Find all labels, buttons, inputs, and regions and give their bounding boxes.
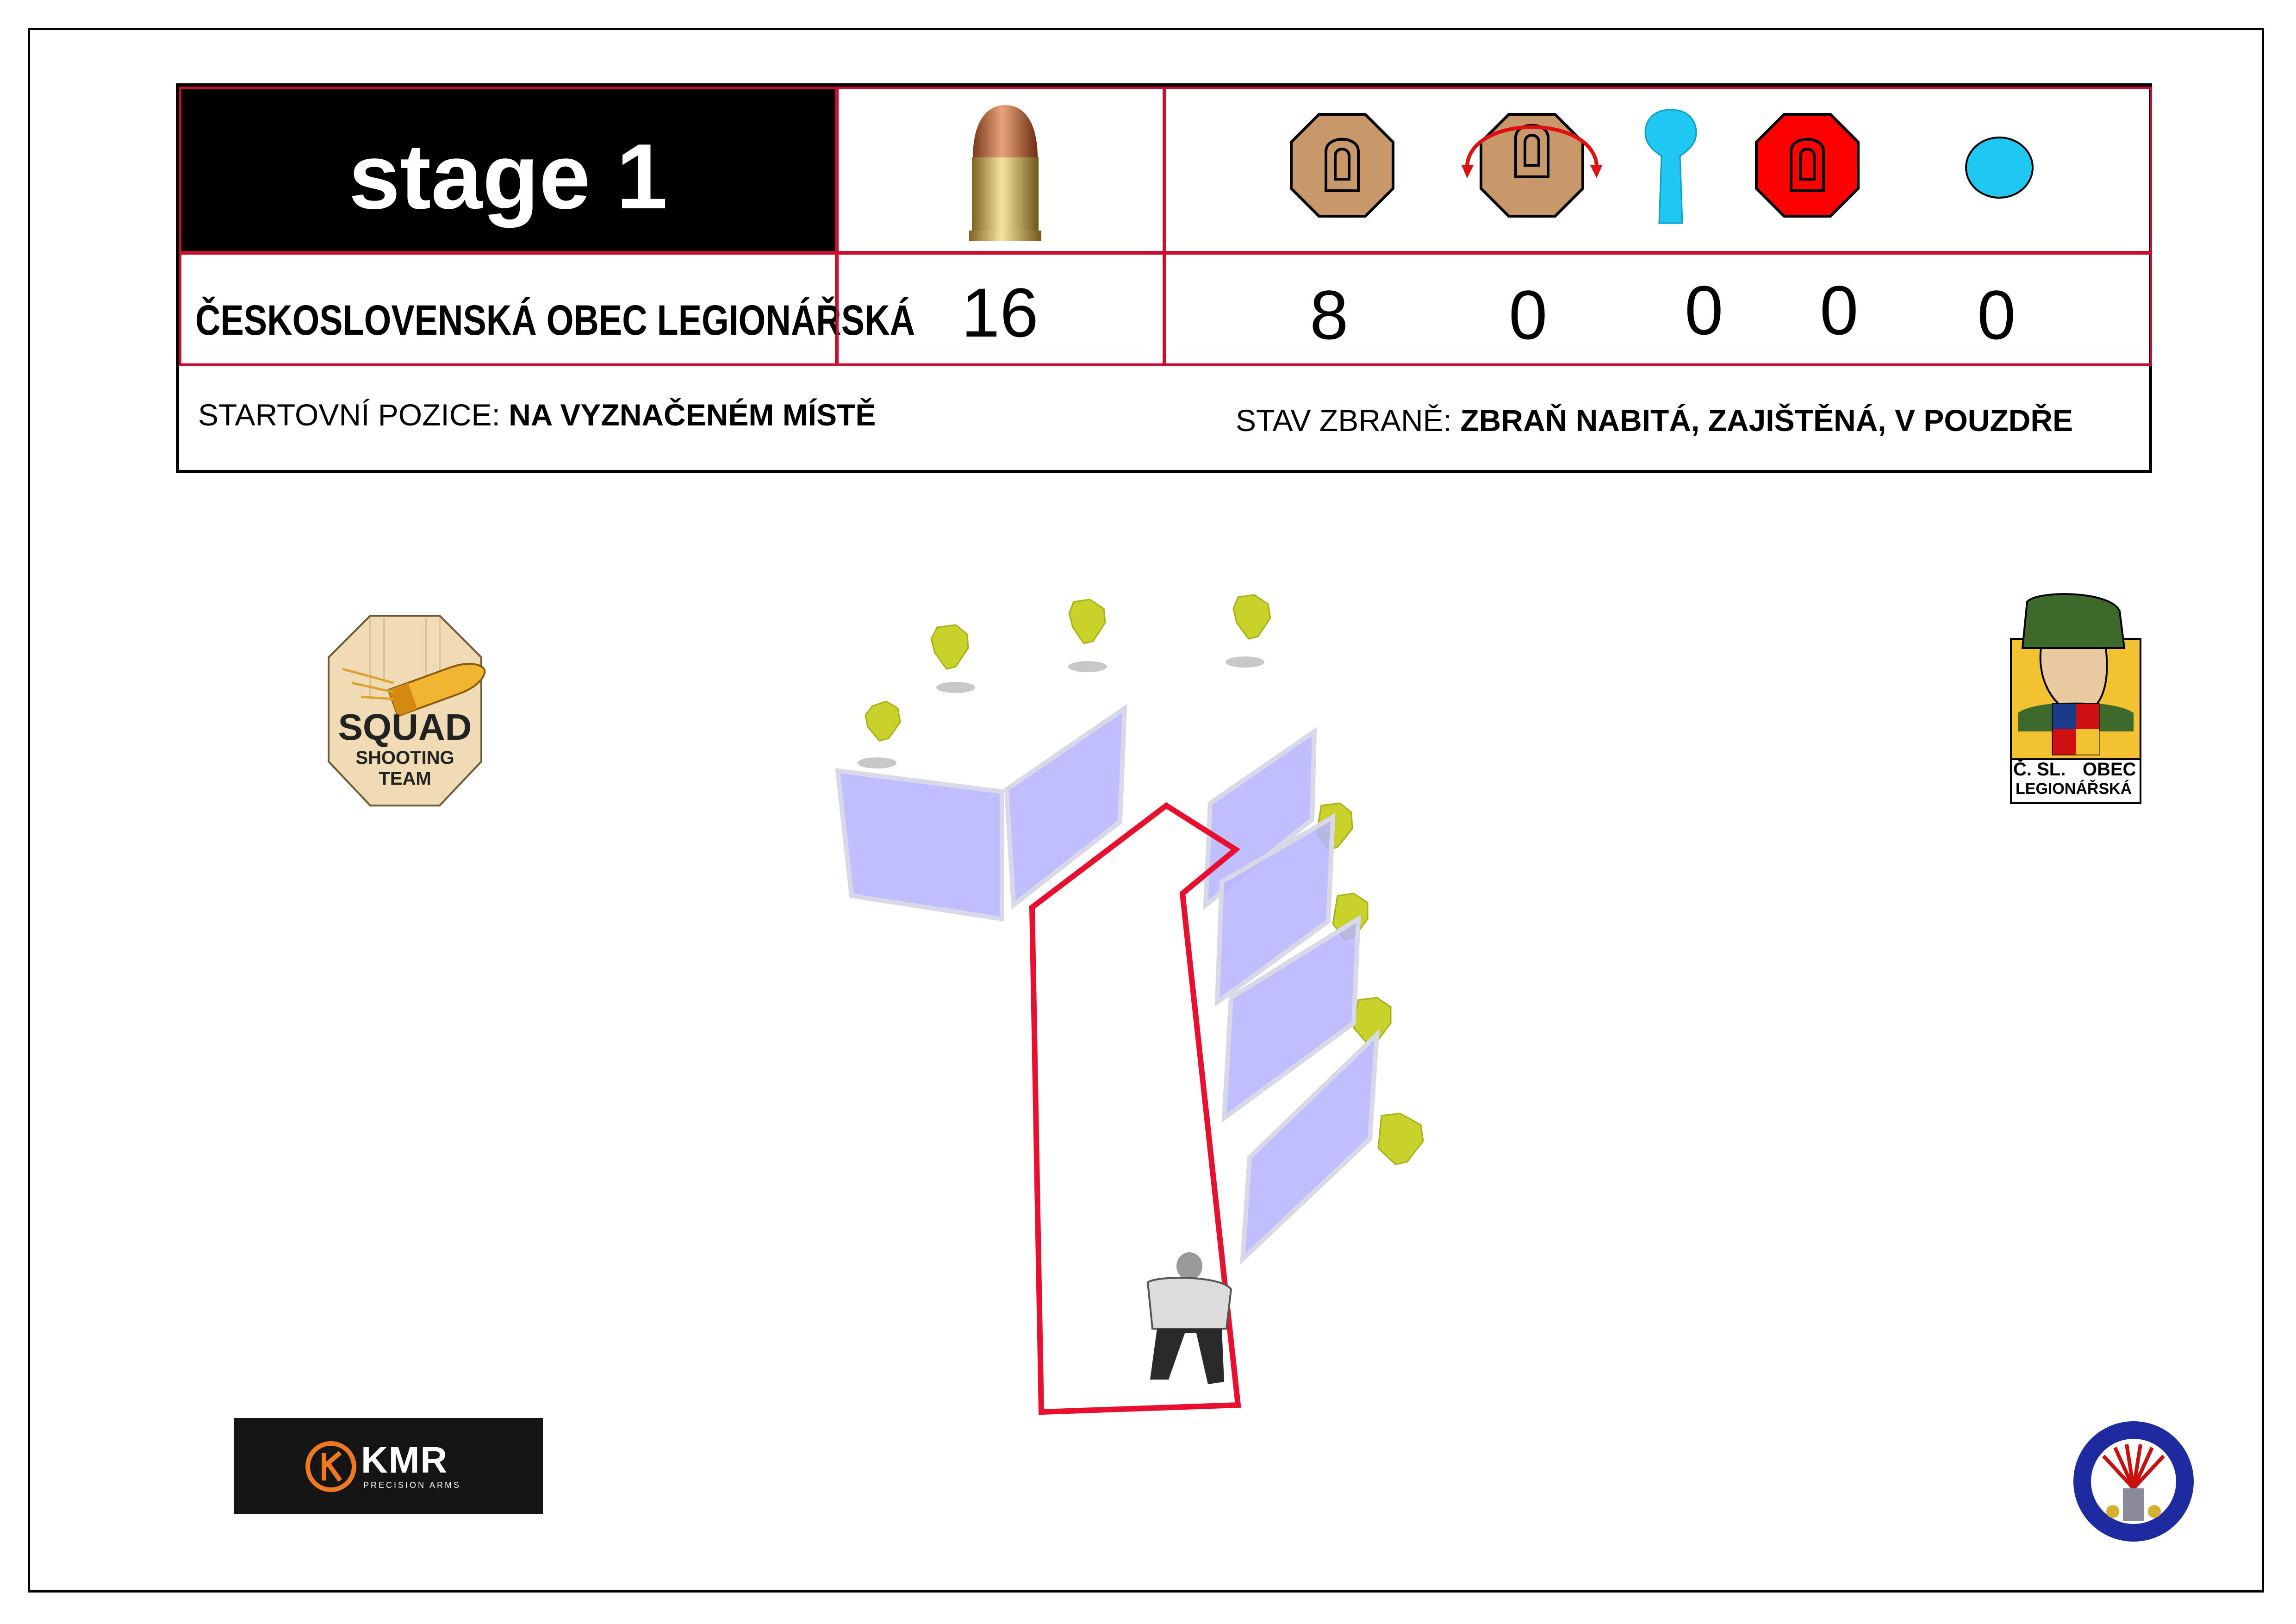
target-4 bbox=[1232, 594, 1271, 640]
gun-state: STAV ZBRANĚ: ZBRAŇ NABITÁ, ZAJIŠTĚNÁ, V … bbox=[1236, 403, 2073, 438]
squad-target-icon bbox=[328, 615, 486, 806]
rounds-cell: 16 bbox=[836, 252, 1165, 366]
stage-title: stage 1 bbox=[348, 125, 668, 228]
shooter-figure bbox=[1146, 1252, 1232, 1384]
wall-right-2 bbox=[1214, 813, 1336, 1007]
target-7 bbox=[1353, 997, 1392, 1045]
target-2 bbox=[930, 624, 969, 670]
csol-text-2: OBEC bbox=[2083, 759, 2136, 780]
stage-title-cell: stage 1 bbox=[179, 87, 837, 253]
no-shoot-count: 0 bbox=[1820, 271, 1859, 349]
page-frame bbox=[28, 28, 2264, 1593]
target-counts-cell: 8 0 0 0 0 bbox=[1164, 252, 2152, 366]
steel-plate-count: 0 bbox=[1977, 276, 2016, 354]
gun-state-value: ZBRAŇ NABITÁ, ZAJIŠTĚNÁ, V POUZDŘE bbox=[1460, 403, 2073, 437]
csol-text-1: Č. SL. bbox=[2013, 759, 2066, 780]
ammo-cell bbox=[836, 87, 1165, 253]
legionnaire-emblem-icon bbox=[2010, 593, 2141, 804]
target-8 bbox=[1377, 1112, 1424, 1165]
csol-text-3: LEGIONÁŘSKÁ bbox=[2016, 780, 2132, 798]
squad-shooting-team-logo: SQUAD SHOOTING TEAM bbox=[324, 613, 486, 808]
wall-right-4 bbox=[1240, 1029, 1380, 1265]
shooting-text: SHOOTING bbox=[355, 748, 454, 768]
start-position-label: STARTOVNÍ POZICE: bbox=[198, 398, 500, 432]
wall-left-1 bbox=[835, 768, 1004, 922]
stage-header-table: stage 1 bbox=[176, 83, 2152, 473]
club-cell: ČESKOSLOVENSKÁ OBEC LEGIONÁŘSKÁ bbox=[179, 252, 915, 366]
squad-text: SQUAD bbox=[338, 706, 472, 748]
rounds-count: 16 bbox=[961, 274, 1039, 351]
csol-logo: Č. SL. OBEC LEGIONÁŘSKÁ bbox=[2009, 593, 2143, 806]
team-text: TEAM bbox=[379, 768, 431, 789]
club-name: ČESKOSLOVENSKÁ OBEC LEGIONÁŘSKÁ bbox=[195, 297, 915, 344]
swinger-target-count: 0 bbox=[1509, 276, 1548, 354]
popper-icon bbox=[1644, 109, 1697, 224]
kmr-subtext: PRECISION ARMS bbox=[363, 1480, 461, 1490]
kmr-emblem-icon bbox=[305, 1441, 356, 1492]
paper-target-count: 8 bbox=[1310, 276, 1349, 354]
csol-seal-icon bbox=[2073, 1421, 2194, 1542]
kmr-logo: KMR PRECISION ARMS bbox=[234, 1418, 543, 1514]
wall-left-2 bbox=[1004, 704, 1127, 910]
shooting-area bbox=[1029, 802, 1241, 1415]
paper-target-icon bbox=[1290, 113, 1394, 218]
targets-cell bbox=[1164, 87, 2152, 253]
popper-count: 0 bbox=[1685, 271, 1724, 349]
gun-state-label: STAV ZBRANĚ: bbox=[1236, 403, 1452, 437]
kmr-text: KMR bbox=[361, 1439, 448, 1480]
steel-plate-icon bbox=[1965, 137, 2034, 199]
bullet-icon bbox=[969, 105, 1041, 241]
target-3 bbox=[1068, 599, 1106, 644]
wall-right-3 bbox=[1221, 914, 1361, 1123]
swinger-target-icon bbox=[1462, 113, 1602, 218]
start-position: STARTOVNÍ POZICE: NA VYZNAČENÉM MÍSTĚ bbox=[198, 397, 876, 432]
target-1 bbox=[865, 700, 901, 742]
no-shoot-target-icon bbox=[1755, 113, 1860, 218]
start-position-value: NA VYZNAČENÉM MÍSTĚ bbox=[509, 398, 876, 432]
